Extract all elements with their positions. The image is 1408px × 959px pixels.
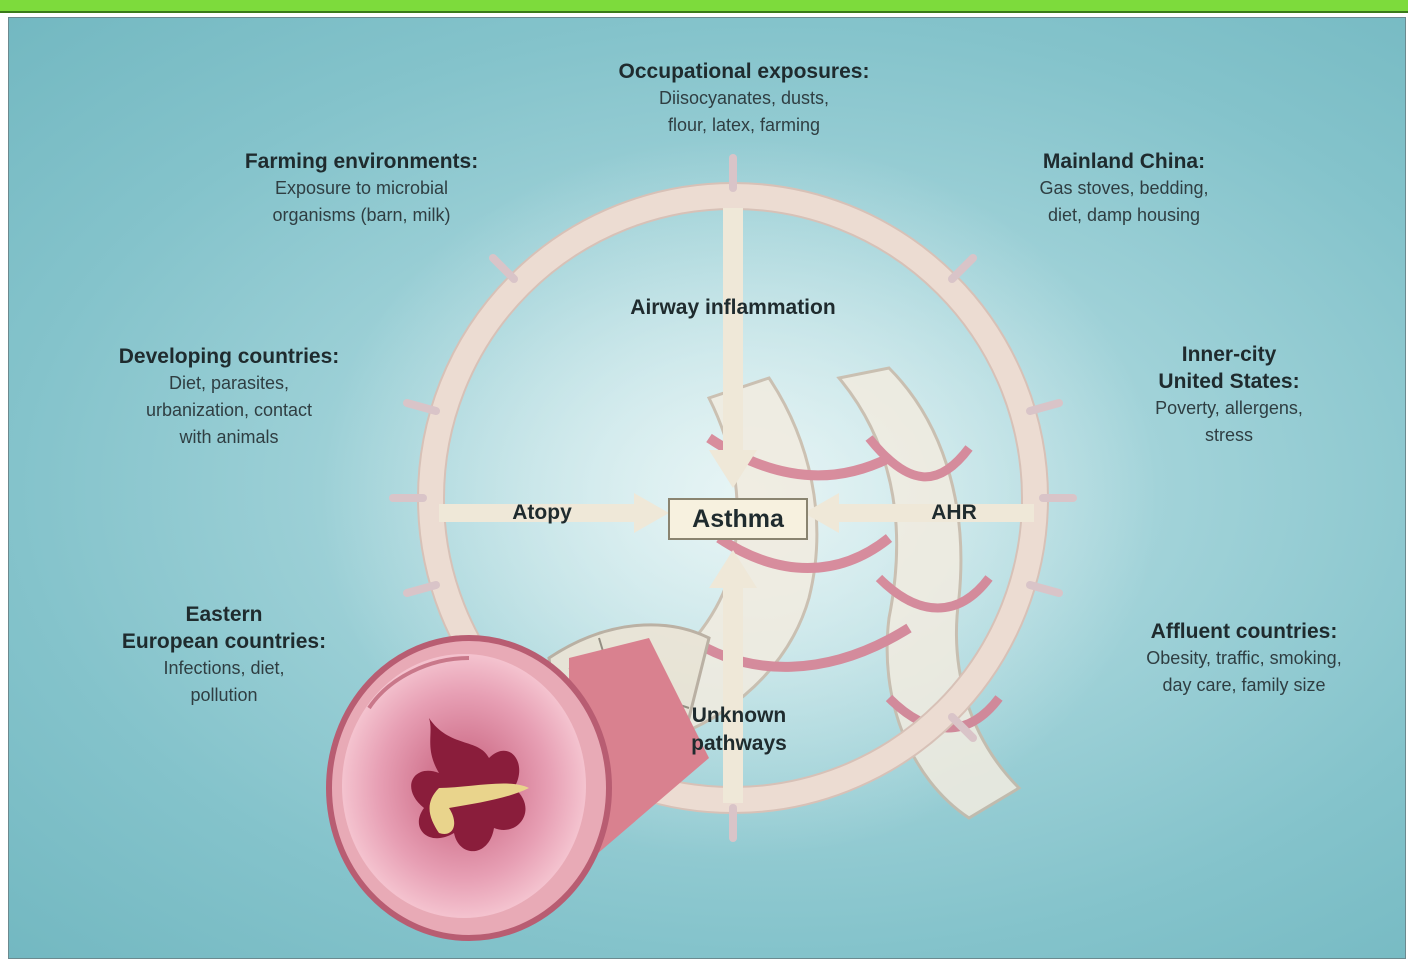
factor-text: with animals xyxy=(64,424,394,451)
factor-text: stress xyxy=(1099,422,1359,449)
factor-eastern-europe: Eastern European countries: Infections, … xyxy=(79,601,369,709)
factor-title: Inner-city xyxy=(1099,341,1359,368)
factor-affluent-countries: Affluent countries: Obesity, traffic, sm… xyxy=(1094,618,1394,699)
factor-text: organisms (barn, milk) xyxy=(184,202,539,229)
factor-text: Diet, parasites, xyxy=(64,370,394,397)
factor-text: Infections, diet, xyxy=(79,655,369,682)
factor-text: flour, latex, farming xyxy=(549,112,939,139)
label-unknown-pathways: Unknown pathways xyxy=(649,702,829,758)
factor-text: pollution xyxy=(79,682,369,709)
factor-title: European countries: xyxy=(79,628,369,655)
factor-title: Farming environments: xyxy=(184,148,539,175)
factor-title: Occupational exposures: xyxy=(549,58,939,85)
factor-text: urbanization, contact xyxy=(64,397,394,424)
factor-text: Diisocyanates, dusts, xyxy=(549,85,939,112)
factor-mainland-china: Mainland China: Gas stoves, bedding, die… xyxy=(964,148,1284,229)
asthma-center-box: Asthma xyxy=(668,498,808,540)
factor-title: Developing countries: xyxy=(64,343,394,370)
factor-title: Affluent countries: xyxy=(1094,618,1394,645)
label-airway-inflammation: Airway inflammation xyxy=(593,296,873,320)
factor-inner-city-us: Inner-city United States: Poverty, aller… xyxy=(1099,341,1359,449)
factor-text: Obesity, traffic, smoking, xyxy=(1094,645,1394,672)
factor-text: diet, damp housing xyxy=(964,202,1284,229)
airway-cross-section xyxy=(329,638,709,938)
top-border-bar xyxy=(0,0,1408,13)
label-line: pathways xyxy=(649,730,829,758)
factor-title: Mainland China: xyxy=(964,148,1284,175)
factor-developing-countries: Developing countries: Diet, parasites, u… xyxy=(64,343,394,451)
label-ahr: AHR xyxy=(904,501,1004,525)
factor-text: Exposure to microbial xyxy=(184,175,539,202)
label-atopy: Atopy xyxy=(487,501,597,525)
diagram-frame: Occupational exposures: Diisocyanates, d… xyxy=(8,17,1406,959)
factor-text: day care, family size xyxy=(1094,672,1394,699)
factor-title: United States: xyxy=(1099,368,1359,395)
label-line: Unknown xyxy=(649,702,829,730)
factor-title: Eastern xyxy=(79,601,369,628)
factor-text: Gas stoves, bedding, xyxy=(964,175,1284,202)
factor-occupational: Occupational exposures: Diisocyanates, d… xyxy=(549,58,939,139)
factor-farming: Farming environments: Exposure to microb… xyxy=(184,148,539,229)
factor-text: Poverty, allergens, xyxy=(1099,395,1359,422)
